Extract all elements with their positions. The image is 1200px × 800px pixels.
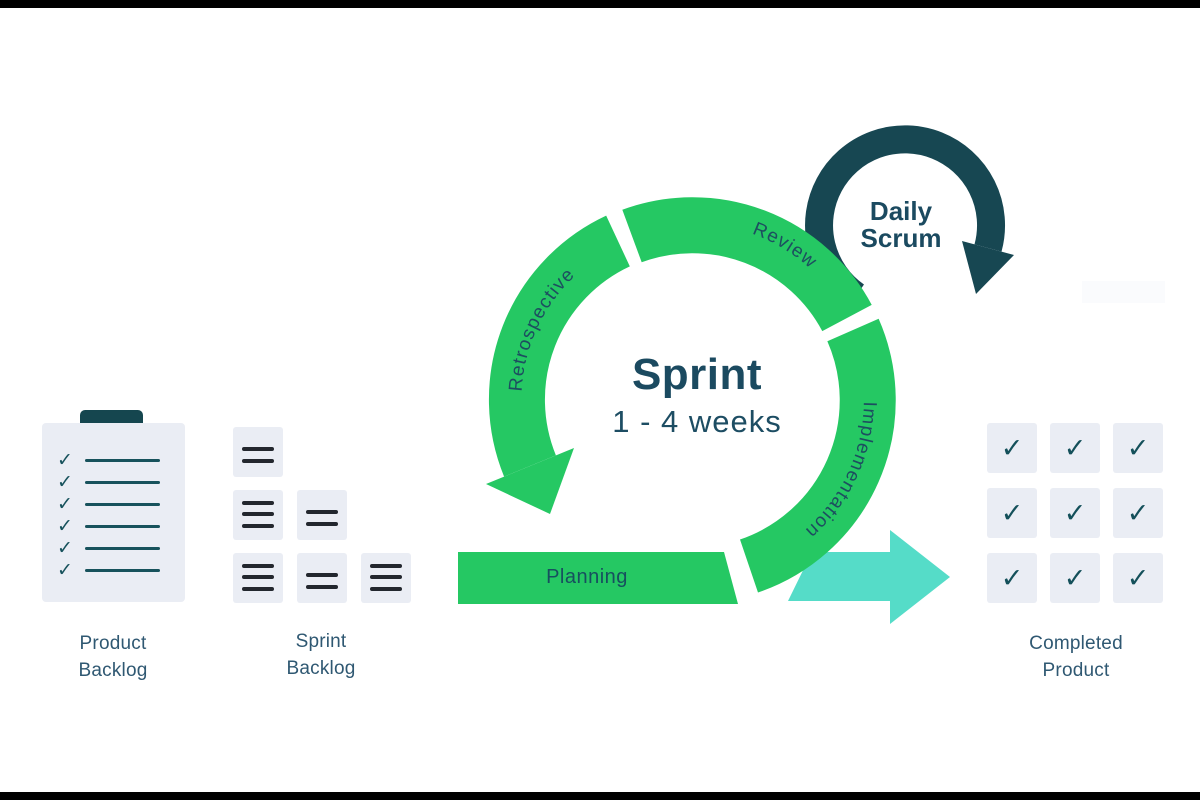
completed-product-label-line2: Product: [1042, 660, 1110, 681]
card-line: [242, 447, 274, 451]
card-line: [242, 512, 274, 516]
card-line: [306, 510, 338, 514]
letterbox-top: [0, 0, 1200, 8]
check-icon: ✓: [57, 537, 73, 559]
checklist-row: ✓: [42, 515, 185, 537]
completed-check-cell: ✓: [1113, 553, 1163, 603]
checklist-row: ✓: [42, 493, 185, 515]
card-line: [306, 573, 338, 577]
checklist-row: ✓: [42, 559, 185, 581]
checklist-row: ✓: [42, 537, 185, 559]
check-icon: ✓: [1000, 432, 1024, 464]
check-icon: ✓: [1000, 562, 1024, 594]
list-line: [84, 480, 160, 484]
check-icon: ✓: [1126, 562, 1150, 594]
check-icon: ✓: [57, 515, 73, 537]
planning-label: Planning: [546, 566, 628, 588]
product-backlog-label-line1: Product: [79, 633, 147, 654]
card-line: [242, 587, 274, 591]
check-icon: ✓: [1063, 432, 1087, 464]
backlog-card: [233, 553, 283, 603]
completed-check-cell: ✓: [1050, 488, 1100, 538]
completed-check-cell: ✓: [987, 423, 1037, 473]
completed-product-label: Completed Product: [996, 630, 1156, 684]
card-line: [306, 522, 338, 526]
implementation-arc: [739, 318, 896, 593]
backlog-card: [297, 553, 347, 603]
sprint-backlog-label-line1: Sprint: [295, 631, 347, 652]
list-line: [84, 458, 160, 462]
list-line: [84, 568, 160, 572]
sprint-title: Sprint: [631, 350, 763, 399]
check-icon: ✓: [1063, 497, 1087, 529]
product-backlog-label-line2: Backlog: [78, 660, 148, 681]
check-icon: ✓: [1126, 432, 1150, 464]
card-line: [242, 524, 274, 528]
check-icon: ✓: [57, 449, 73, 471]
card-line: [242, 564, 274, 568]
backlog-card: [297, 490, 347, 540]
product-backlog-label: Product Backlog: [33, 630, 193, 684]
checklist-row: ✓: [42, 449, 185, 471]
list-line: [84, 546, 160, 550]
completed-check-cell: ✓: [987, 488, 1037, 538]
list-line: [84, 524, 160, 528]
sprint-duration: 1 - 4 weeks: [612, 404, 782, 439]
daily-scrum-label-line1: Daily: [869, 196, 933, 226]
check-icon: ✓: [57, 559, 73, 581]
watermark-box: [1082, 281, 1165, 303]
planning-bar: [458, 552, 738, 604]
retrospective-arc: [488, 215, 631, 477]
completed-product-label-line1: Completed: [1029, 633, 1123, 654]
card-line: [242, 575, 274, 579]
sprint-backlog-label-line2: Backlog: [286, 658, 356, 679]
check-icon: ✓: [57, 493, 73, 515]
backlog-card: [233, 427, 283, 477]
backlog-card: [233, 490, 283, 540]
list-line: [84, 502, 160, 506]
card-line: [242, 459, 274, 463]
retrospective-arrowhead-icon: [486, 448, 574, 514]
check-icon: ✓: [1063, 562, 1087, 594]
completed-check-cell: ✓: [1050, 553, 1100, 603]
daily-scrum-arrowhead-icon: [962, 241, 1014, 294]
sprint-backlog-label: Sprint Backlog: [241, 628, 401, 682]
backlog-card: [361, 553, 411, 603]
card-line: [370, 575, 402, 579]
check-icon: ✓: [57, 471, 73, 493]
completed-check-cell: ✓: [1050, 423, 1100, 473]
check-icon: ✓: [1000, 497, 1024, 529]
card-line: [370, 587, 402, 591]
completed-check-cell: ✓: [1113, 423, 1163, 473]
check-icon: ✓: [1126, 497, 1150, 529]
release-arrow-icon: [788, 530, 950, 624]
review-arc: [622, 197, 872, 332]
checklist-row: ✓: [42, 471, 185, 493]
card-line: [306, 585, 338, 589]
completed-check-cell: ✓: [987, 553, 1037, 603]
letterbox-bottom: [0, 792, 1200, 800]
card-line: [370, 564, 402, 568]
card-line: [242, 501, 274, 505]
daily-scrum-label: Daily Scrum: [801, 198, 1001, 252]
daily-scrum-label-line2: Scrum: [860, 223, 942, 253]
completed-check-cell: ✓: [1113, 488, 1163, 538]
product-backlog-icon: ✓✓✓✓✓✓: [42, 423, 185, 602]
